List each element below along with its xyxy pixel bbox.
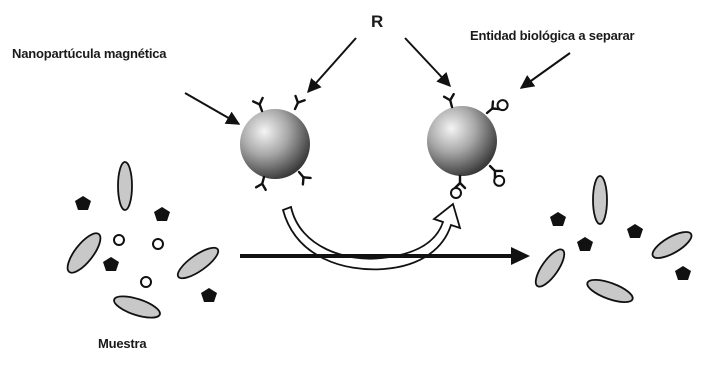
separated-mixture — [534, 175, 693, 304]
sample-mixture — [66, 161, 220, 319]
receptor-label: R — [371, 12, 384, 31]
nanoparticle-bound — [427, 92, 511, 200]
capture-curved-arrow — [281, 202, 462, 271]
sample-label: Muestra — [98, 336, 147, 351]
pointer-arrow-r-right — [404, 37, 451, 88]
biological-entity-label: Entidad biológica a separar — [470, 28, 635, 43]
pointer-arrow-nanoparticle — [184, 92, 241, 125]
process-arrow-head — [511, 247, 530, 265]
pointer-arrow-entity — [519, 52, 571, 89]
nanoparticle-free — [240, 94, 312, 192]
nanoparticle-label: Nanopartúcula magnética — [12, 46, 167, 61]
pointer-arrow-r-left — [307, 37, 357, 94]
